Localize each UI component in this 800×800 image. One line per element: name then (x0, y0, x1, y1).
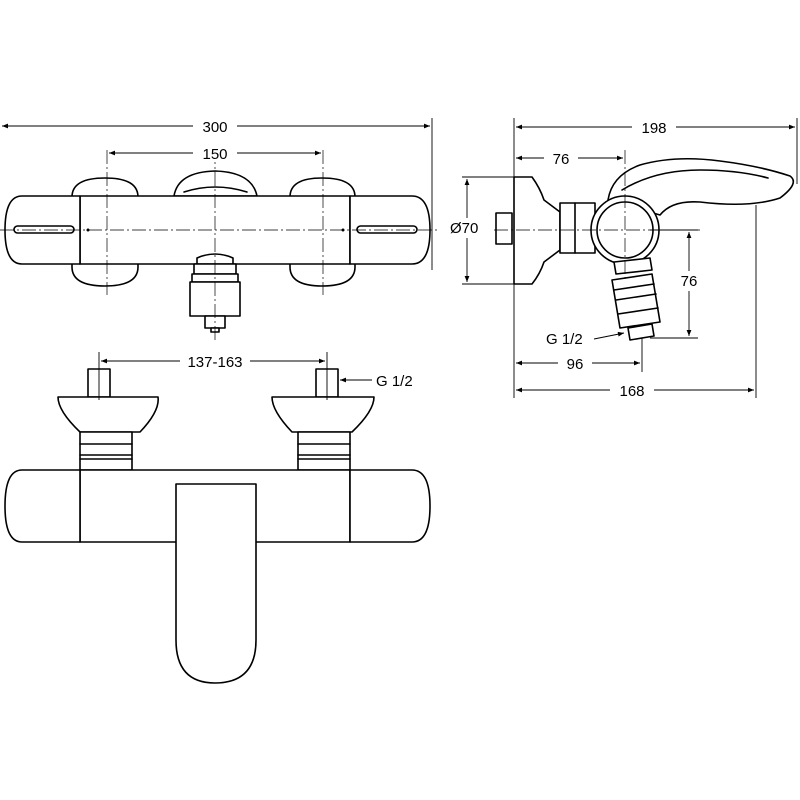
side-dimensions: 198 76 Ø70 76 G 1/2 96 168 (445, 118, 798, 400)
dim-outlet-offset-label: 96 (567, 356, 584, 373)
front-dimensions: 137-163 G 1/2 (98, 352, 413, 400)
front-thread-label: G 1/2 (376, 373, 413, 390)
dim-vertical-label: 76 (681, 273, 698, 290)
dim-knob-offset-label: 76 (553, 151, 570, 168)
side-view (494, 150, 795, 341)
dim-diameter-label: Ø70 (450, 220, 478, 237)
front-view (4, 368, 431, 684)
dim-overall-width-label: 300 (202, 119, 227, 136)
dim-wall-to-spout-label: 168 (619, 383, 644, 400)
side-thread-label: G 1/2 (546, 331, 583, 348)
dim-side-length-label: 198 (641, 120, 666, 137)
dim-centers-label: 150 (202, 146, 227, 163)
top-dimensions: 300 150 (2, 117, 433, 270)
top-view (0, 150, 440, 340)
dim-center-range-label: 137-163 (187, 354, 242, 371)
